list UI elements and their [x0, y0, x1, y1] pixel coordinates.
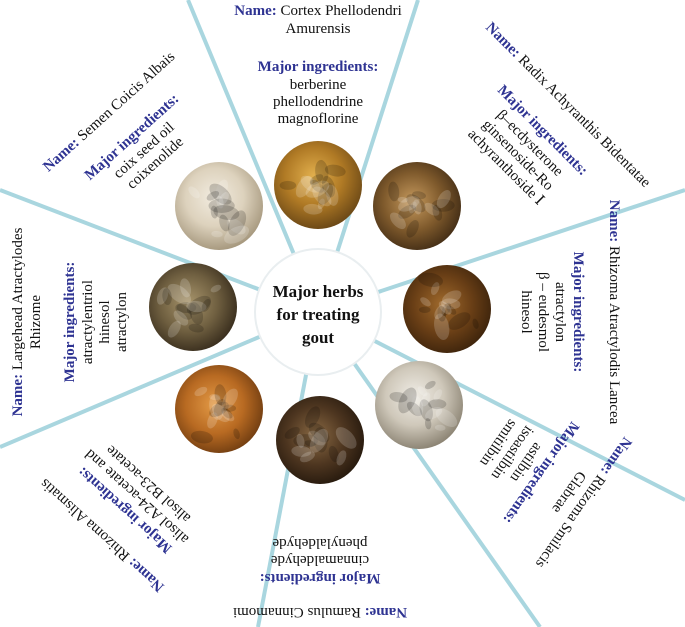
ingredient-item: hinesol: [97, 300, 113, 343]
ingredient-item: phenylaldehyde: [272, 535, 367, 551]
herb-photo: [149, 263, 237, 351]
ingredients-label: Major ingredients:: [260, 570, 381, 586]
name-label: Name:: [361, 604, 407, 620]
divider-line: [317, 310, 685, 502]
center-circle: [254, 248, 382, 376]
ingredient-item: β – eudesmol: [535, 272, 551, 352]
herb-photo: [375, 361, 463, 449]
herb-name-text: Largehead Atractylodes: [10, 227, 26, 370]
ingredient-item: atractylon: [552, 282, 568, 342]
herb-name: Name: Ramulus Cinnamomi: [233, 604, 407, 620]
center-line-1: Major herbs: [273, 282, 364, 301]
ingredient-item: magnoflorine: [278, 111, 359, 127]
herb-photo: [373, 162, 461, 250]
herb-photo: [175, 365, 263, 453]
ingredient-item: berberine: [290, 77, 347, 93]
herb-label-group: Name: Rhizoma Atractylodis Lancea Major i…: [518, 200, 622, 425]
herb-name: Name: Cortex Phellodendri: [234, 3, 401, 19]
ingredients-label: Major ingredients:: [258, 59, 379, 75]
herb-label-group: Name: Cortex PhellodendriAmurensisMajor …: [234, 3, 401, 127]
herb-name: Rhizome: [28, 295, 44, 349]
herb-name: Amurensis: [286, 21, 351, 37]
herb-name: Name: Largehead Atractylodes: [10, 227, 26, 416]
herb-photo: [403, 265, 491, 353]
ingredient-item: atractylentriol: [80, 280, 96, 364]
name-label: Name:: [482, 20, 526, 64]
herb-label-group: Name: Ramulus Cinnamomi Major ingredients…: [233, 535, 407, 620]
ingredient-item: cinnamaldehyde: [271, 552, 370, 568]
center-line-3: gout: [302, 328, 334, 347]
herb-name-text: Ramulus Cinnamomi: [233, 604, 361, 620]
center-line-2: for treating: [277, 305, 360, 324]
center-hub: Major herbs for treating gout: [254, 248, 382, 376]
ingredient-item: phellodendrine: [273, 94, 363, 110]
herb-photo: [274, 141, 362, 229]
name-label: Name:: [122, 552, 167, 595]
herb-name-text: Rhizome: [28, 295, 44, 349]
divider-line: [316, 310, 542, 627]
herb-name-text: Cortex Phellodendri: [281, 3, 402, 19]
herb-name-text: Amurensis: [286, 21, 351, 37]
name-label: Name:: [234, 3, 280, 19]
herb-name: Name: Rhizoma Atractylodis Lancea: [606, 200, 622, 425]
name-label: Name:: [40, 132, 85, 175]
ingredient-item: hinesol: [518, 290, 534, 333]
herb-name-text: Rhizoma Atractylodis Lancea: [606, 246, 622, 425]
herb-photos: [149, 141, 491, 484]
ingredients-label: Major ingredients:: [570, 252, 586, 373]
name-label: Name:: [10, 370, 26, 416]
divider-line: [317, 188, 685, 314]
herb-photo: [175, 162, 263, 250]
ingredients-label: Major ingredients:: [62, 262, 78, 383]
herb-photo: [276, 396, 364, 484]
ingredient-item: atractylon: [114, 292, 130, 352]
name-label: Name:: [606, 200, 622, 246]
